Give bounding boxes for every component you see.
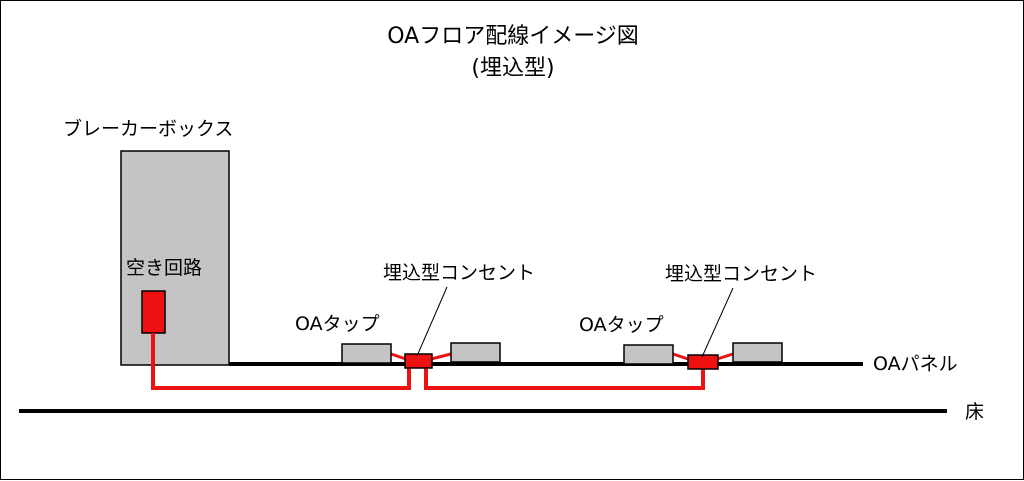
breaker-box bbox=[120, 150, 230, 366]
outlet-2-leader bbox=[701, 287, 734, 358]
embedded-outlet-2 bbox=[687, 354, 719, 370]
floor-label: 床 bbox=[965, 401, 984, 423]
outlet-2-label: 埋込型コンセント bbox=[665, 263, 817, 285]
outlet-1-leader bbox=[416, 286, 448, 357]
outlet-1-label: 埋込型コンセント bbox=[383, 262, 535, 284]
oa-tap-2-label: OAタップ bbox=[579, 314, 664, 336]
wire-tap-2b bbox=[716, 352, 734, 361]
oa-tap-2-left bbox=[623, 344, 674, 365]
oa-tap-1-label: OAタップ bbox=[295, 313, 380, 335]
oa-tap-2-right bbox=[732, 342, 783, 363]
spare-circuit-breaker bbox=[141, 290, 166, 334]
wire-tap-2a bbox=[672, 352, 689, 361]
wire-tap-1b bbox=[430, 352, 452, 361]
oa-tap-1-left bbox=[341, 343, 392, 364]
oa-tap-1-right bbox=[450, 342, 501, 363]
breaker-box-label: ブレーカーボックス bbox=[63, 117, 233, 140]
diagram-subtitle: (埋込型) bbox=[471, 56, 554, 81]
oa-panel-label: OAパネル bbox=[873, 353, 958, 375]
wire-outlet-1-to-outlet-2 bbox=[424, 368, 705, 390]
wire-tap-1a bbox=[390, 352, 407, 361]
wire-breaker-to-outlet-1 bbox=[151, 333, 411, 390]
spare-circuit-label: 空き回路 bbox=[126, 257, 202, 279]
embedded-outlet-1 bbox=[404, 353, 433, 369]
diagram-title: OAフロア配線イメージ図 bbox=[387, 24, 639, 49]
